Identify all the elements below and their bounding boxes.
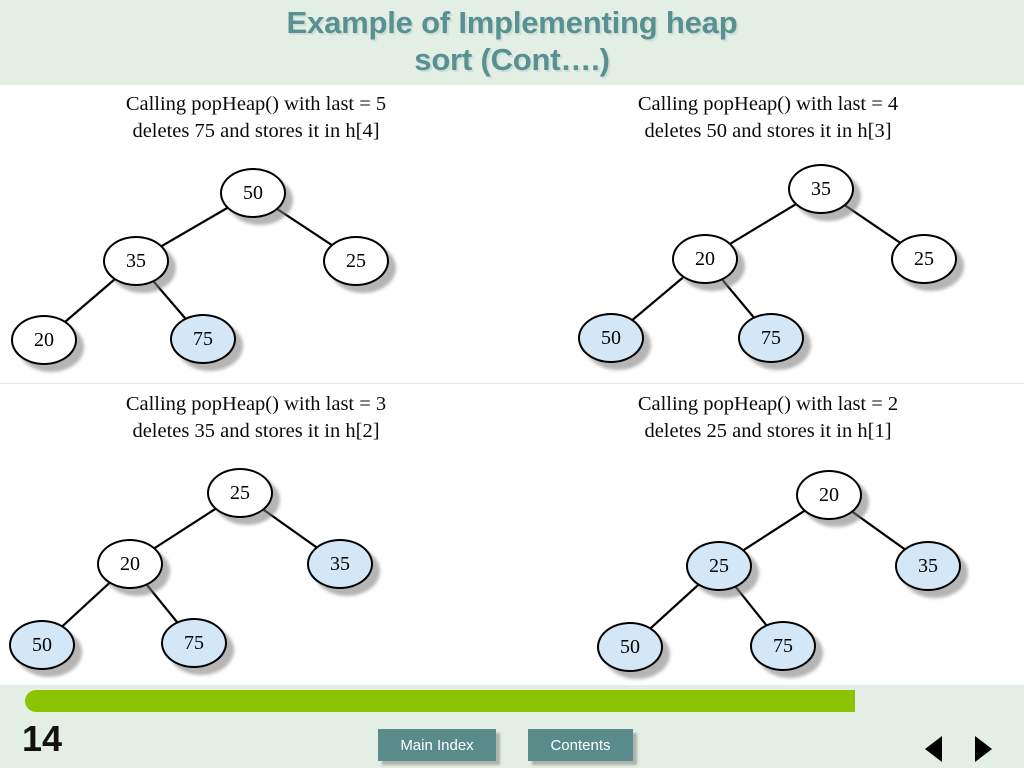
diagram-panel-top-left: Calling popHeap() with last = 5 deletes … [0, 85, 512, 383]
tree-node: 20 [11, 315, 77, 365]
diagram-panel-bottom-right: Calling popHeap() with last = 2 deletes … [512, 385, 1024, 683]
caption-line-2: deletes 25 and stores it in h[1] [644, 420, 892, 442]
tree-node: 20 [672, 234, 738, 284]
page-number: 14 [22, 718, 63, 759]
heap-tree: 20 25 35 50 75 [512, 385, 1024, 683]
page-title-line-2: sort (Cont….) [414, 42, 610, 77]
panel-caption: Calling popHeap() with last = 2 deletes … [512, 391, 1024, 445]
tree-node: 50 [220, 168, 286, 218]
slide-content: Calling popHeap() with last = 5 deletes … [0, 85, 1024, 685]
caption-line-1: Calling popHeap() with last = 4 [637, 93, 899, 115]
tree-node: 25 [686, 541, 752, 591]
page-title: Example of Implementing heap sort (Cont…… [0, 4, 1024, 78]
tree-node: 35 [103, 236, 169, 286]
page-title-line-1: Example of Implementing heap [286, 5, 738, 40]
contents-button[interactable]: Contents [528, 729, 633, 761]
tree-node: 35 [307, 539, 373, 589]
tree-node: 35 [895, 541, 961, 591]
caption-line-1: Calling popHeap() with last = 5 [125, 93, 387, 115]
caption-line-1: Calling popHeap() with last = 2 [637, 393, 899, 415]
tree-node: 75 [170, 314, 236, 364]
slide-header-band: Example of Implementing heap sort (Cont…… [0, 0, 1024, 85]
caption-line-2: deletes 35 and stores it in h[2] [132, 420, 380, 442]
panel-caption: Calling popHeap() with last = 5 deletes … [0, 91, 512, 145]
tree-node: 25 [207, 468, 273, 518]
caption-line-2: deletes 50 and stores it in h[3] [644, 120, 892, 142]
tree-node: 75 [161, 618, 227, 668]
tree-node: 25 [323, 236, 389, 286]
tree-node: 75 [750, 621, 816, 671]
row-divider [0, 383, 1024, 384]
heap-tree: 50 35 25 20 75 [0, 85, 512, 383]
main-index-button[interactable]: Main Index [378, 729, 496, 761]
tree-edges [41, 492, 341, 646]
slide-footer: 14 Main Index Contents [0, 685, 1024, 768]
tree-node: 50 [9, 620, 75, 670]
panel-caption: Calling popHeap() with last = 3 deletes … [0, 391, 512, 445]
heap-tree: 35 20 25 50 75 [512, 85, 1024, 383]
caption-line-1: Calling popHeap() with last = 3 [125, 393, 387, 415]
tree-node: 35 [788, 164, 854, 214]
accent-bar [25, 690, 855, 712]
tree-node: 25 [891, 234, 957, 284]
heap-tree: 25 20 35 50 75 [0, 385, 512, 683]
tree-node: 75 [738, 313, 804, 363]
triangle-left-icon[interactable] [925, 736, 942, 762]
tree-node: 20 [97, 539, 163, 589]
tree-node: 20 [796, 470, 862, 520]
triangle-right-icon[interactable] [975, 736, 992, 762]
panel-caption: Calling popHeap() with last = 4 deletes … [512, 91, 1024, 145]
tree-node: 50 [578, 313, 644, 363]
tree-node: 50 [597, 622, 663, 672]
caption-line-2: deletes 75 and stores it in h[4] [132, 120, 380, 142]
diagram-panel-bottom-left: Calling popHeap() with last = 3 deletes … [0, 385, 512, 683]
diagram-panel-top-right: Calling popHeap() with last = 4 deletes … [512, 85, 1024, 383]
